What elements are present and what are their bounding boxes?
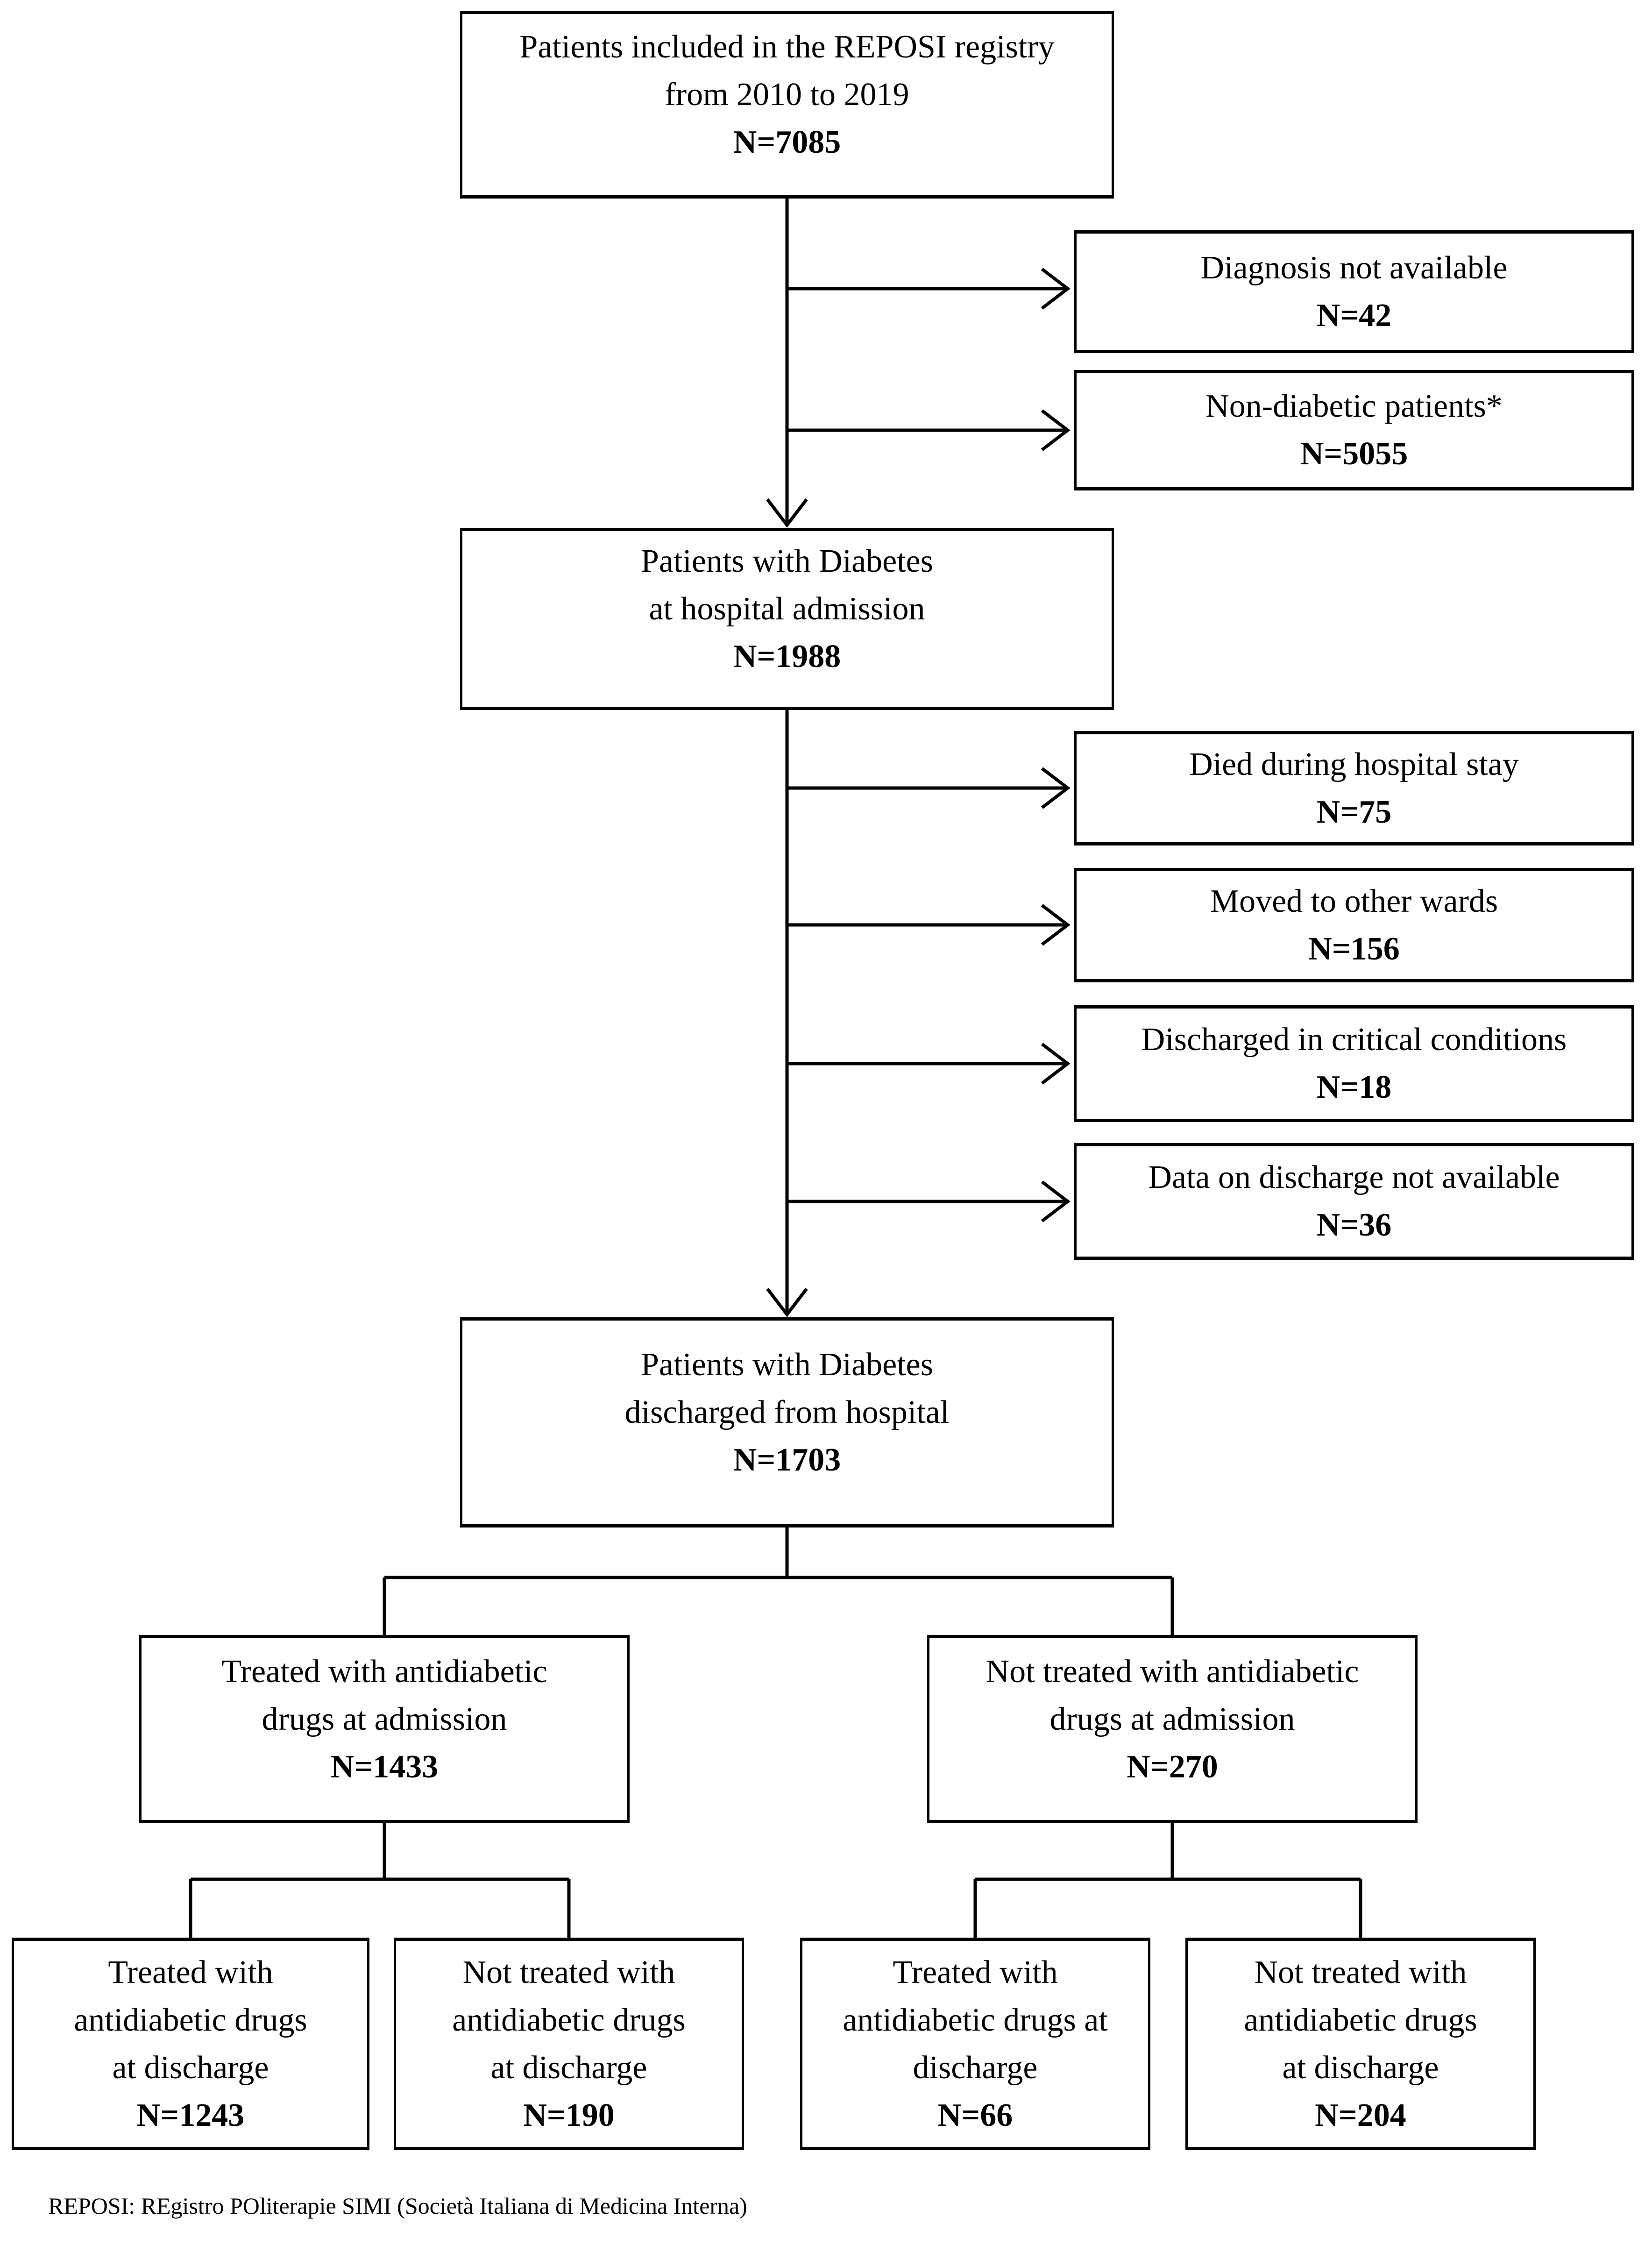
not-treated-discharge-right-n: N=204 (1315, 2097, 1406, 2133)
arrowhead-down-icon (766, 498, 808, 528)
not-treated-admission-line-1: Not treated with antidiabetic (986, 1653, 1359, 1690)
moved-n: N=156 (1308, 931, 1400, 967)
box-non-diabetic: Non-diabetic patients* N=5055 (1074, 370, 1634, 490)
box-diabetes-discharged: Patients with Diabetes discharged from h… (460, 1317, 1114, 1527)
treated-discharge-right-line-3: discharge (913, 2049, 1038, 2086)
box-not-treated-discharge-right: Not treated with antidiabetic drugs at d… (1185, 1938, 1536, 2150)
not-treated-admission-n: N=270 (1127, 1748, 1218, 1785)
arrowhead-down-icon (766, 1287, 808, 1317)
non-diabetic-n: N=5055 (1300, 436, 1408, 472)
connector-split-right-discharge (973, 1823, 1362, 1938)
treated-admission-line-2: drugs at admission (262, 1701, 507, 1737)
box-discharge-data-na: Data on discharge not available N=36 (1074, 1143, 1634, 1260)
diabetes-discharged-n: N=1703 (733, 1442, 841, 1478)
not-treated-discharge-right-line-2: antidiabetic drugs (1244, 2002, 1477, 2038)
treated-discharge-right-n: N=66 (937, 2097, 1013, 2133)
connector-split-admission-groups (383, 1527, 1174, 1635)
critical-line-1: Discharged in critical conditions (1141, 1022, 1567, 1058)
discharge-data-line-1: Data on discharge not available (1148, 1159, 1560, 1195)
diabetes-admission-line-1: Patients with Diabetes (640, 543, 933, 579)
treated-discharge-right-line-2: antidiabetic drugs at (843, 2002, 1108, 2038)
died-n: N=75 (1316, 794, 1392, 830)
treated-discharge-left-line-2: antidiabetic drugs (74, 2002, 307, 2038)
diagnosis-n: N=42 (1316, 297, 1392, 334)
diagnosis-line-1: Diagnosis not available (1200, 249, 1508, 286)
not-treated-discharge-right-line-3: at discharge (1282, 2049, 1439, 2086)
registry-n: N=7085 (733, 124, 841, 160)
treated-discharge-left-n: N=1243 (136, 2097, 245, 2133)
box-not-treated-discharge-left: Not treated with antidiabetic drugs at d… (394, 1938, 744, 2150)
reposi-footnote: REPOSI: REgistro POliterapie SIMI (Socie… (48, 2193, 747, 2219)
not-treated-discharge-left-line-1: Not treated with (462, 1954, 675, 1990)
non-diabetic-line-1: Non-diabetic patients* (1205, 388, 1503, 424)
box-treated-admission: Treated with antidiabetic drugs at admis… (139, 1635, 630, 1823)
discharge-data-n: N=36 (1316, 1207, 1392, 1243)
box-not-treated-admission: Not treated with antidiabetic drugs at a… (927, 1635, 1418, 1823)
treated-admission-line-1: Treated with antidiabetic (221, 1653, 547, 1690)
diabetes-discharged-line-1: Patients with Diabetes (640, 1347, 933, 1383)
arrowhead-right-icon (1041, 904, 1071, 946)
not-treated-admission-line-2: drugs at admission (1049, 1701, 1295, 1737)
not-treated-discharge-left-line-3: at discharge (490, 2049, 647, 2086)
box-died-during-stay: Died during hospital stay N=75 (1074, 731, 1634, 845)
arrowhead-right-icon (1041, 268, 1071, 310)
box-treated-discharge-right: Treated with antidiabetic drugs at disch… (800, 1938, 1150, 2150)
box-diagnosis-not-available: Diagnosis not available N=42 (1074, 230, 1634, 353)
critical-n: N=18 (1316, 1069, 1392, 1105)
treated-discharge-right-line-1: Treated with (893, 1954, 1058, 1990)
arrowhead-right-icon (1041, 1180, 1071, 1222)
box-registry: Patients included in the REPOSI registry… (460, 11, 1114, 199)
arrowhead-right-icon (1041, 1043, 1071, 1085)
treated-discharge-left-line-3: at discharge (112, 2049, 269, 2086)
diabetes-admission-line-2: at hospital admission (649, 591, 925, 627)
arrowhead-right-icon (1041, 767, 1071, 809)
not-treated-discharge-left-line-2: antidiabetic drugs (452, 2002, 686, 2038)
connector-split-left-discharge (189, 1823, 571, 1938)
diabetes-discharged-line-2: discharged from hospital (624, 1394, 950, 1430)
box-treated-discharge-left: Treated with antidiabetic drugs at disch… (12, 1938, 369, 2150)
registry-line-2: from 2010 to 2019 (665, 77, 909, 113)
arrowhead-right-icon (1041, 409, 1071, 451)
registry-line-1: Patients included in the REPOSI registry (519, 29, 1055, 65)
box-moved-wards: Moved to other wards N=156 (1074, 868, 1634, 982)
died-line-1: Died during hospital stay (1189, 746, 1519, 782)
not-treated-discharge-right-line-1: Not treated with (1254, 1954, 1467, 1990)
box-critical-conditions: Discharged in critical conditions N=18 (1074, 1005, 1634, 1122)
moved-line-1: Moved to other wards (1210, 883, 1498, 919)
box-diabetes-admission: Patients with Diabetes at hospital admis… (460, 528, 1114, 710)
diabetes-admission-n: N=1988 (733, 639, 841, 675)
not-treated-discharge-left-n: N=190 (523, 2097, 615, 2133)
treated-discharge-left-line-1: Treated with (108, 1954, 273, 1990)
treated-admission-n: N=1433 (330, 1748, 439, 1785)
